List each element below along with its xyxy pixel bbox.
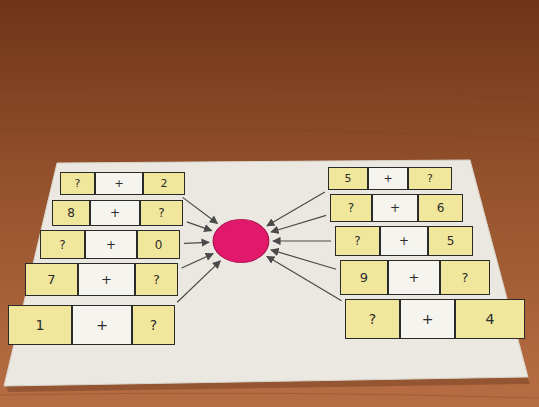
number-cell: + — [368, 167, 408, 190]
wood-grain — [0, 36, 539, 398]
cell-text: ? — [153, 273, 160, 286]
number-cell: ? — [140, 200, 183, 226]
paper-card — [4, 160, 528, 386]
number-cell: ? — [40, 230, 85, 259]
cell-text: 8 — [67, 207, 75, 219]
number-cell: 5 — [428, 226, 473, 256]
arrow-connector — [187, 222, 212, 231]
cell-text: + — [409, 271, 420, 284]
number-cell: 2 — [143, 172, 185, 195]
arrow-connector — [271, 250, 336, 269]
cell-text: + — [106, 239, 116, 251]
cell-text: 7 — [47, 273, 55, 286]
cell-text: ? — [427, 173, 433, 184]
arrow-connector — [273, 240, 331, 241]
cell-text: 6 — [437, 202, 445, 214]
number-cell: + — [372, 194, 418, 222]
target-circle — [212, 218, 270, 264]
number-cell: ? — [135, 263, 178, 296]
arrow-connector — [177, 261, 220, 302]
number-cell: + — [95, 172, 143, 195]
cell-text: 2 — [161, 178, 168, 189]
number-cell: ? — [60, 172, 95, 195]
cell-text: ? — [369, 312, 376, 326]
number-cell: ? — [330, 194, 372, 222]
circle-outline — [212, 218, 270, 264]
cell-text: ? — [462, 271, 469, 284]
number-cell: 7 — [25, 263, 78, 296]
number-cell: + — [388, 260, 440, 295]
cell-text: 5 — [447, 235, 455, 247]
number-cell: + — [85, 230, 137, 259]
number-cell: + — [72, 305, 132, 345]
arrow-connector — [267, 256, 342, 300]
number-cell: 6 — [418, 194, 463, 222]
cell-text: ? — [59, 239, 65, 251]
cell-text: ? — [75, 178, 81, 189]
cell-text: + — [101, 273, 112, 286]
red-circle — [213, 219, 269, 262]
cell-text: + — [390, 202, 400, 214]
number-cell: 0 — [137, 230, 180, 259]
number-cell: + — [90, 200, 140, 226]
number-cell: ? — [335, 226, 380, 256]
cell-text: + — [110, 207, 120, 219]
number-cell: ? — [408, 167, 452, 190]
arrow-connector — [182, 254, 213, 268]
cell-text: ? — [354, 235, 360, 247]
cell-text: ? — [158, 207, 164, 219]
number-cell: 1 — [8, 305, 72, 345]
number-cell: ? — [132, 305, 175, 345]
number-cell: 9 — [340, 260, 388, 295]
arrow-connector — [183, 197, 218, 223]
cell-text: 5 — [345, 173, 352, 184]
number-cell: 4 — [455, 299, 525, 339]
cell-text: + — [422, 312, 434, 326]
arrow-connector — [184, 242, 209, 243]
cell-text: + — [114, 178, 123, 189]
cell-text: + — [399, 235, 409, 247]
cell-text: + — [383, 173, 392, 184]
number-cell: 5 — [328, 167, 368, 190]
cell-text: ? — [150, 318, 157, 332]
number-cell: ? — [345, 299, 400, 339]
cell-text: 9 — [360, 271, 368, 284]
number-cell: + — [380, 226, 428, 256]
cell-text: 1 — [36, 318, 45, 332]
number-cell: 8 — [52, 200, 90, 226]
number-cell: + — [78, 263, 135, 296]
number-cell: ? — [440, 260, 490, 295]
cell-text: 0 — [155, 239, 163, 251]
cell-text: + — [96, 318, 108, 332]
arrow-connector — [271, 215, 326, 232]
cell-text: 4 — [486, 312, 495, 326]
number-cell: + — [400, 299, 455, 339]
cell-text: ? — [348, 202, 354, 214]
arrow-connector — [267, 192, 325, 226]
